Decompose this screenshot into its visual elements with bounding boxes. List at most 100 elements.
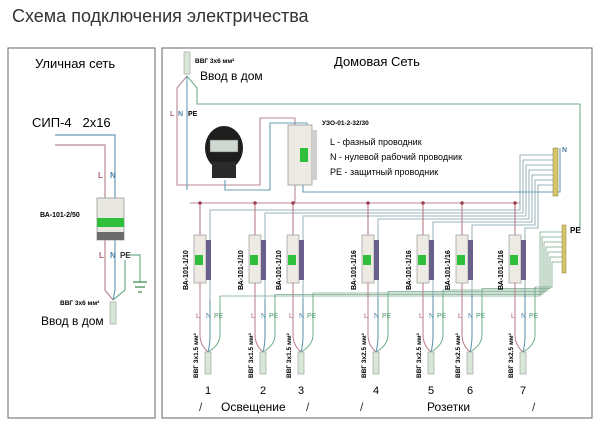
circuit-number: 6 bbox=[467, 385, 473, 397]
branch-phase-wire bbox=[292, 283, 302, 353]
breaker-side bbox=[521, 240, 526, 280]
svg-text:/: / bbox=[532, 400, 536, 414]
cable-icon bbox=[204, 351, 212, 375]
legend-item-N: N - нулевой рабочий проводник bbox=[330, 152, 462, 162]
wire-label-pe: PE bbox=[529, 313, 539, 320]
breaker-model-label: ВА-101-1/10 bbox=[183, 250, 190, 290]
street-wire-L: L bbox=[98, 171, 103, 180]
junction-dot bbox=[513, 201, 517, 205]
branch-earth-wire bbox=[430, 290, 444, 353]
group-separators: / / / / bbox=[199, 400, 536, 414]
street-wire-PE: PE bbox=[120, 251, 131, 260]
wire-label-pe: PE bbox=[307, 313, 317, 320]
wire-label-n: N bbox=[374, 313, 379, 320]
earth-bus-wire bbox=[220, 231, 562, 297]
street-cable-icon bbox=[109, 301, 117, 325]
branch-phase-wire bbox=[514, 283, 524, 353]
branch-neutral-wire bbox=[469, 295, 473, 353]
earth-bus-label: PE bbox=[570, 226, 581, 235]
wire-label-n: N bbox=[261, 313, 266, 320]
branch-earth-wire bbox=[469, 288, 483, 353]
breaker-toggle bbox=[250, 255, 258, 265]
breaker-toggle bbox=[195, 255, 203, 265]
street-entry-label: Ввод в дом bbox=[41, 314, 104, 328]
breaker-side bbox=[299, 240, 304, 280]
house-heading: Домовая Сеть bbox=[334, 54, 420, 69]
street-panel-frame bbox=[7, 47, 156, 419]
cable-icon bbox=[297, 351, 305, 375]
house-cable-icon bbox=[183, 51, 191, 75]
circuit-number: 2 bbox=[260, 385, 266, 397]
wire-label-l: L bbox=[364, 313, 368, 320]
cable-label: ВВГ 3х2.5 мм² bbox=[416, 332, 423, 378]
breaker-model-label: ВА-101-1/16 bbox=[498, 250, 505, 290]
svg-text:/: / bbox=[306, 400, 310, 414]
wire-label-n: N bbox=[206, 313, 211, 320]
diagram-title: Схема подключения электричества bbox=[12, 6, 309, 26]
supply-cable-label: СИП-4 2х16 bbox=[32, 115, 111, 130]
branch-neutral-wire bbox=[207, 300, 211, 353]
branch-neutral-wire bbox=[430, 296, 434, 353]
street-cable-label: ВВГ 3х6 мм² bbox=[60, 300, 100, 307]
branch-neutral-wire bbox=[300, 298, 304, 353]
street-wire-L2: L bbox=[99, 251, 104, 260]
breaker-side bbox=[206, 240, 211, 280]
junction-dot bbox=[253, 201, 257, 205]
branch-phase-wire bbox=[254, 283, 264, 353]
earth-bus-wire bbox=[388, 246, 562, 292]
junction-dot bbox=[198, 201, 202, 205]
legend-item-PE: PE - защитный проводник bbox=[330, 167, 438, 177]
earth-bus-wire bbox=[313, 241, 562, 294]
house-wire-PE: PE bbox=[188, 111, 198, 118]
house-panel-frame bbox=[161, 47, 593, 419]
cable-icon bbox=[259, 351, 267, 375]
branch-earth-wire bbox=[207, 296, 221, 353]
wire-label-l: L bbox=[511, 313, 515, 320]
electricity-meter-icon bbox=[205, 126, 243, 178]
breaker-model-label: ВА-101-1/10 bbox=[238, 250, 245, 290]
breaker-model-label: ВА-101-1/16 bbox=[406, 250, 413, 290]
breaker-side bbox=[429, 240, 434, 280]
main-breaker-label: ВА-101-2/50 bbox=[40, 212, 80, 219]
junction-dot bbox=[421, 201, 425, 205]
branch-phase-wire bbox=[461, 283, 471, 353]
house-wires bbox=[176, 75, 581, 230]
rcd-icon bbox=[287, 124, 317, 186]
breaker-side bbox=[374, 240, 379, 280]
group-lighting-label: Освещение bbox=[221, 400, 286, 414]
house-wire-L: L bbox=[170, 111, 175, 118]
wire-label-n: N bbox=[429, 313, 434, 320]
ground-icon bbox=[133, 281, 147, 293]
junction-dot bbox=[291, 201, 295, 205]
circuit-number: 1 bbox=[205, 385, 211, 397]
branch-phase-wire bbox=[422, 283, 432, 353]
street-wire-N: N bbox=[110, 171, 116, 180]
wire-label-n: N bbox=[468, 313, 473, 320]
house-wire-N: N bbox=[178, 111, 183, 118]
cable-icon bbox=[466, 351, 474, 375]
cable-icon bbox=[372, 351, 380, 375]
street-heading: Уличная сеть bbox=[35, 56, 115, 71]
breaker-toggle bbox=[510, 255, 518, 265]
breaker-model-label: ВА-101-1/10 bbox=[276, 250, 283, 290]
rcd-label: УЗО-01-2-32/30 bbox=[322, 120, 369, 127]
street-wires bbox=[55, 134, 141, 301]
breaker-model-label: ВА-101-1/16 bbox=[351, 250, 358, 290]
wire-label-l: L bbox=[251, 313, 255, 320]
breaker-side bbox=[468, 240, 473, 280]
house-cable-label: ВВГ 3х6 мм² bbox=[195, 58, 235, 65]
cable-icon bbox=[519, 351, 527, 375]
wire-label-pe: PE bbox=[437, 313, 447, 320]
cable-label: ВВГ 3х2.5 мм² bbox=[508, 332, 515, 378]
earth-bus-wire bbox=[535, 261, 562, 288]
wire-label-n: N bbox=[521, 313, 526, 320]
svg-text:/: / bbox=[360, 400, 364, 414]
junction-dot bbox=[366, 201, 370, 205]
circuit-number: 5 bbox=[428, 385, 434, 397]
breaker-toggle bbox=[363, 255, 371, 265]
